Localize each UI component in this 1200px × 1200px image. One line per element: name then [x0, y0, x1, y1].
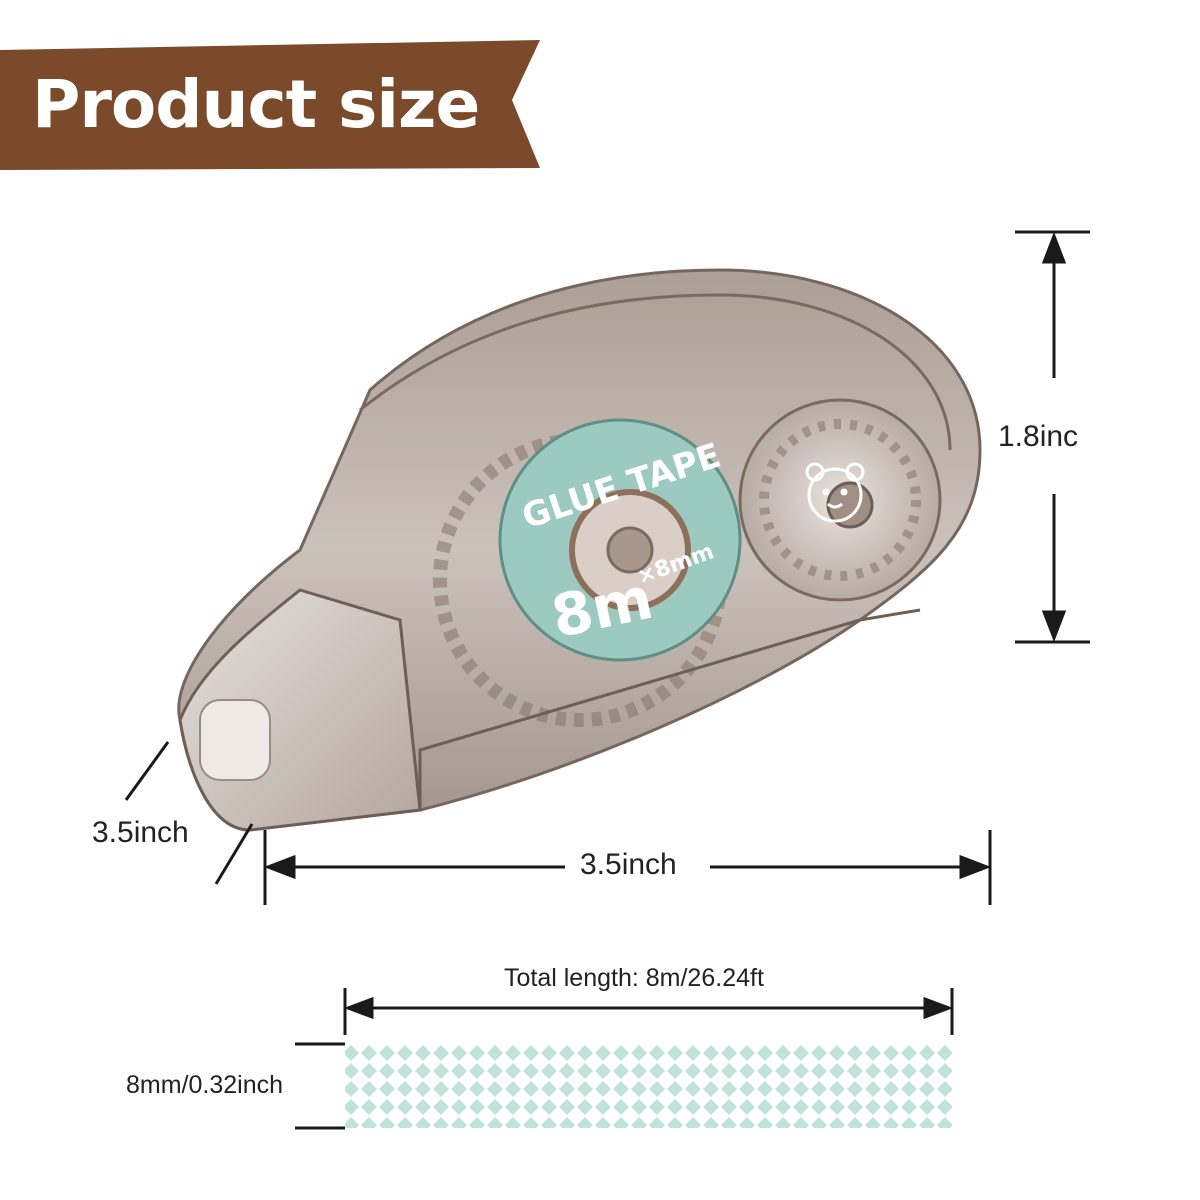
tape-width-label: 8mm/0.32inch [126, 1071, 284, 1099]
bear-face-icon [805, 462, 865, 523]
banner-title: Product size [32, 66, 480, 143]
total-length-label: Total length: 8m/26.24ft [504, 964, 764, 992]
banner-ribbon-shape [0, 40, 540, 170]
depth-label: 3.5inch [92, 816, 189, 849]
height-label: 1.8inc [998, 420, 1079, 453]
spool-ring [759, 419, 921, 581]
dispenser-base [418, 608, 921, 810]
product-size-banner: Product size [0, 40, 560, 170]
glue-tape-dispenser-image: GLUE TAPE 8m ×8mm [177, 268, 982, 832]
tape-hub [606, 526, 654, 574]
dispenser-top-edge [359, 293, 952, 451]
width-label: 3.5inch [572, 848, 685, 882]
applicator-roller [199, 699, 271, 781]
tape-strip [345, 1044, 952, 1128]
